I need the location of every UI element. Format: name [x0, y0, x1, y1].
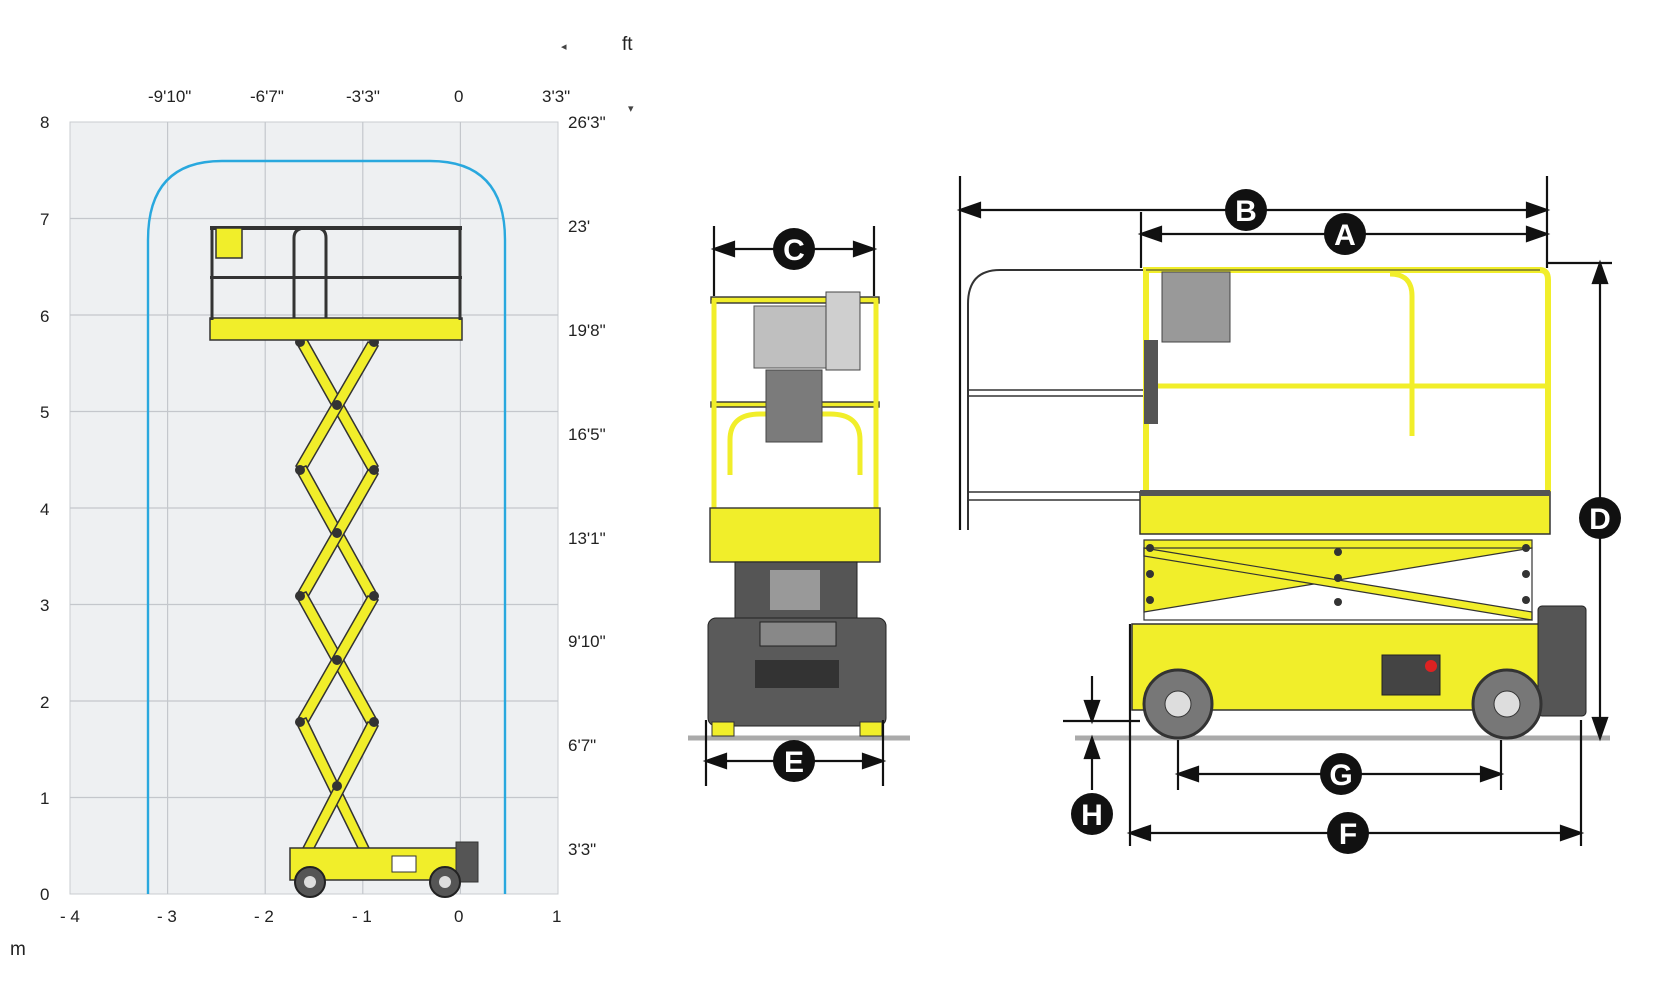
svg-text:G: G — [1329, 759, 1352, 792]
y-ft-tick: 13'1" — [568, 529, 606, 548]
x-m-tick: - 1 — [352, 907, 372, 926]
y-m-tick: 1 — [40, 789, 49, 808]
svg-text:B: B — [1235, 195, 1257, 228]
svg-text:H: H — [1081, 799, 1103, 832]
y-ft-tick: 6'7" — [568, 736, 596, 755]
svg-text:E: E — [784, 746, 804, 779]
x-m-tick: - 4 — [60, 907, 80, 926]
y-m-tick: 2 — [40, 693, 49, 712]
y-m-tick: 8 — [40, 113, 49, 132]
y-axis-imperial-ticks: 3'3" 6'7" 9'10" 13'1" 16'5" 19'8" 23' 26… — [568, 113, 606, 859]
badge-f: F — [1327, 812, 1369, 854]
svg-text:C: C — [783, 234, 805, 267]
lift-front-view — [688, 291, 910, 741]
svg-text:F: F — [1339, 818, 1357, 851]
x-m-tick: - 2 — [254, 907, 274, 926]
badge-h: H — [1071, 793, 1113, 835]
y-m-tick: 7 — [40, 210, 49, 229]
svg-text:D: D — [1589, 503, 1611, 536]
y-ft-tick: 3'3" — [568, 840, 596, 859]
badge-e: E — [773, 740, 815, 782]
svg-text:A: A — [1334, 219, 1356, 252]
x-ft-tick: 0 — [454, 87, 463, 106]
y-m-tick: 3 — [40, 596, 49, 615]
y-m-tick: 6 — [40, 307, 49, 326]
x-ft-tick: -3'3" — [346, 87, 380, 106]
y-ft-tick: 9'10" — [568, 632, 606, 651]
working-range-chart: m ft ◂ ▾ 0 1 2 3 4 5 6 7 8 - 4 - 3 - 2 -… — [10, 34, 634, 960]
y-ft-tick: 26'3" — [568, 113, 606, 132]
arrow-down-icon: ▾ — [628, 103, 634, 115]
y-ft-tick: 16'5" — [568, 425, 606, 444]
badge-b: B — [1225, 189, 1267, 231]
x-axis-metric-ticks: - 4 - 3 - 2 - 1 0 1 — [60, 907, 561, 926]
unit-m-label: m — [10, 939, 26, 960]
chart-gridlines — [70, 122, 558, 894]
x-ft-tick: -9'10" — [148, 87, 191, 106]
badge-g: G — [1320, 753, 1362, 795]
x-ft-tick: 3'3" — [542, 87, 570, 106]
unit-ft-label: ft — [622, 34, 633, 55]
lift-side-elevated-illustration — [209, 226, 479, 898]
x-m-tick: 1 — [552, 907, 561, 926]
y-m-tick: 0 — [40, 885, 49, 904]
y-m-tick: 4 — [40, 500, 49, 519]
x-m-tick: - 3 — [157, 907, 177, 926]
y-ft-tick: 23' — [568, 217, 590, 236]
lift-side-view — [967, 267, 1610, 741]
dimension-badges: A B C D E F G H — [773, 189, 1621, 854]
working-envelope-line — [146, 159, 507, 894]
y-m-tick: 5 — [40, 403, 49, 422]
x-ft-tick: -6'7" — [250, 87, 284, 106]
badge-c: C — [773, 228, 815, 270]
arrow-left-icon: ◂ — [561, 41, 567, 53]
badge-a: A — [1324, 213, 1366, 255]
x-axis-imperial-ticks: -9'10" -6'7" -3'3" 0 3'3" — [148, 87, 570, 106]
y-axis-metric-ticks: 0 1 2 3 4 5 6 7 8 — [40, 113, 49, 904]
control-box-icon — [1161, 271, 1231, 343]
y-ft-tick: 19'8" — [568, 321, 606, 340]
badge-d: D — [1579, 497, 1621, 539]
x-m-tick: 0 — [454, 907, 463, 926]
